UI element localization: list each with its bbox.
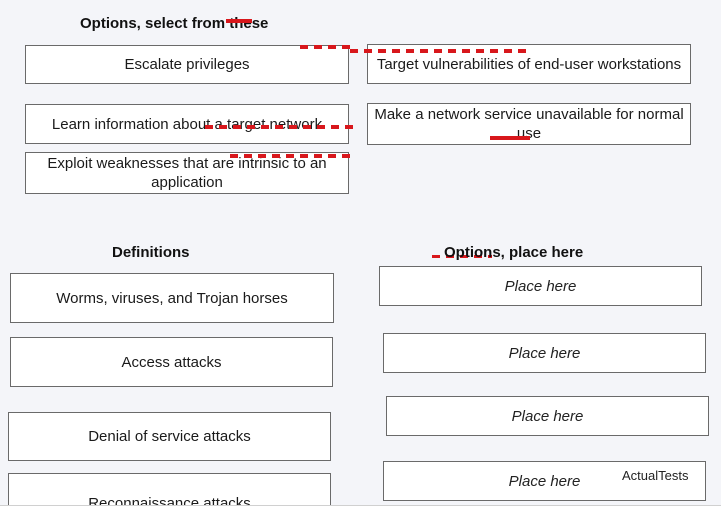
options-heading: Options, select from these [80,15,269,32]
red-annotation-mark [226,19,252,23]
definition-label: Denial of service attacks [88,428,251,445]
targets-heading: Options, place here [444,244,584,261]
option-learn-network-info[interactable]: Learn information about a target network [25,104,349,144]
option-label: Escalate privileges [124,56,250,73]
definition-label: Access attacks [121,353,222,371]
option-escalate-privileges[interactable]: Escalate privileges [25,45,349,84]
red-annotation-mark [300,45,350,49]
drop-target-label: Place here [508,472,581,490]
definition-access-attacks: Access attacks [10,337,333,387]
drop-target-4[interactable]: Place here [383,461,706,501]
option-label: Learn information about a target network [51,115,323,133]
definition-label: Worms, viruses, and Trojan horses [56,289,288,307]
definition-denial-of-service: Denial of service attacks [8,412,331,461]
drop-target-2[interactable]: Place here [383,333,706,373]
watermark-text: ActualTests [622,468,689,483]
definition-worms-viruses-trojans: Worms, viruses, and Trojan horses [10,273,334,323]
drop-target-label: Place here [511,407,584,425]
red-annotation-mark [432,255,492,258]
option-label: Exploit weaknesses that are intrinsic to… [47,155,327,191]
drop-target-label: Place here [508,344,581,362]
drop-target-3[interactable]: Place here [386,396,709,436]
red-annotation-mark [490,136,530,140]
option-exploit-application-weaknesses[interactable]: Exploit weaknesses that are intrinsic to… [25,152,349,194]
red-annotation-mark [350,49,530,53]
drop-target-label: Place here [504,277,577,295]
bottom-divider [0,505,721,524]
red-annotation-mark [205,125,353,129]
definitions-heading: Definitions [112,244,190,261]
option-label: Target vulnerabilities of end-user works… [376,55,682,73]
red-annotation-mark [230,154,352,158]
drop-target-1[interactable]: Place here [379,266,702,306]
